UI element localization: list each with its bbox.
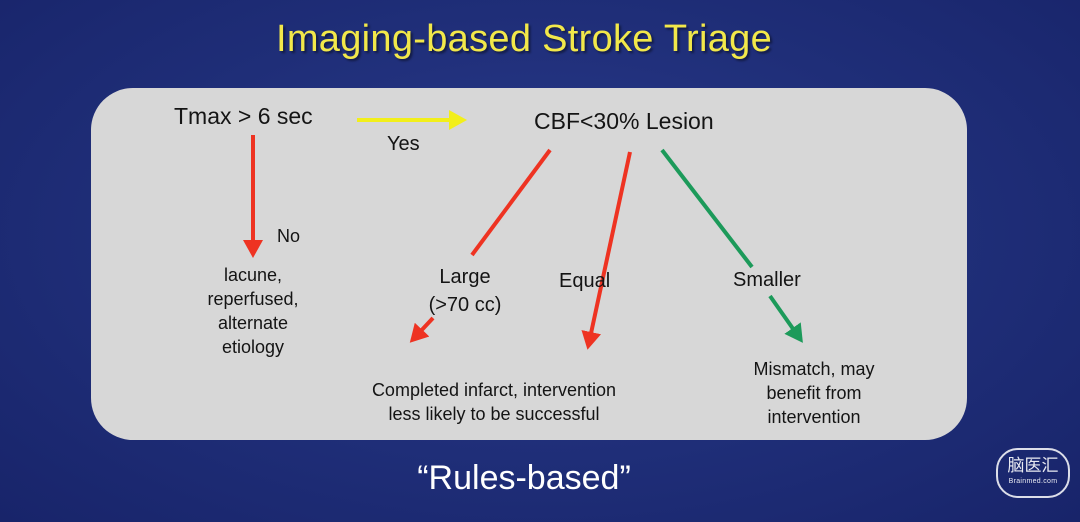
mismatch-line: Mismatch, may [753,359,875,379]
completed-line: Completed infarct, intervention [371,380,617,400]
lacune-line: reperfused, [207,289,299,309]
large-arrow-upper [470,148,552,257]
smaller-branch-label: Smaller [733,269,801,291]
mismatch-outcome: Mismatch, may benefit from intervention [729,357,899,429]
logo-text: 脑医汇 [1007,456,1059,476]
large-line: Large [439,266,491,288]
tmax-node: Tmax > 6 sec [174,103,313,129]
equal-arrow [581,151,632,350]
smaller-arrow-upper [660,148,754,269]
lacune-line: lacune, [223,265,283,285]
cbf-lesion-node: CBF<30% Lesion [534,108,714,134]
mismatch-line: benefit from [766,383,862,403]
rules-based-caption: “Rules-based” [417,459,631,497]
no-label: No [277,226,301,246]
equal-branch-label: Equal [559,270,611,292]
mismatch-line: intervention [767,407,861,427]
completed-line: less likely to be successful [388,404,600,424]
diagram-panel [91,88,967,440]
lacune-line: etiology [221,337,285,357]
completed-infarct-outcome: Completed infarct, intervention less lik… [334,378,654,426]
logo-subtext: Brainmed.com [1008,478,1058,485]
lacune-line: alternate [217,313,289,333]
large-branch-label: Large (>70 cc) [405,263,525,319]
slide-title: Imaging-based Stroke Triage [275,18,773,60]
yes-label: Yes [387,133,420,155]
large-line: (>70 cc) [428,294,502,316]
smaller-arrow-lower [768,294,803,343]
large-arrow-lower [409,316,435,343]
lacune-outcome: lacune, reperfused, alternate etiology [180,263,326,359]
watermark-logo: 脑医汇 Brainmed.com [996,448,1070,498]
